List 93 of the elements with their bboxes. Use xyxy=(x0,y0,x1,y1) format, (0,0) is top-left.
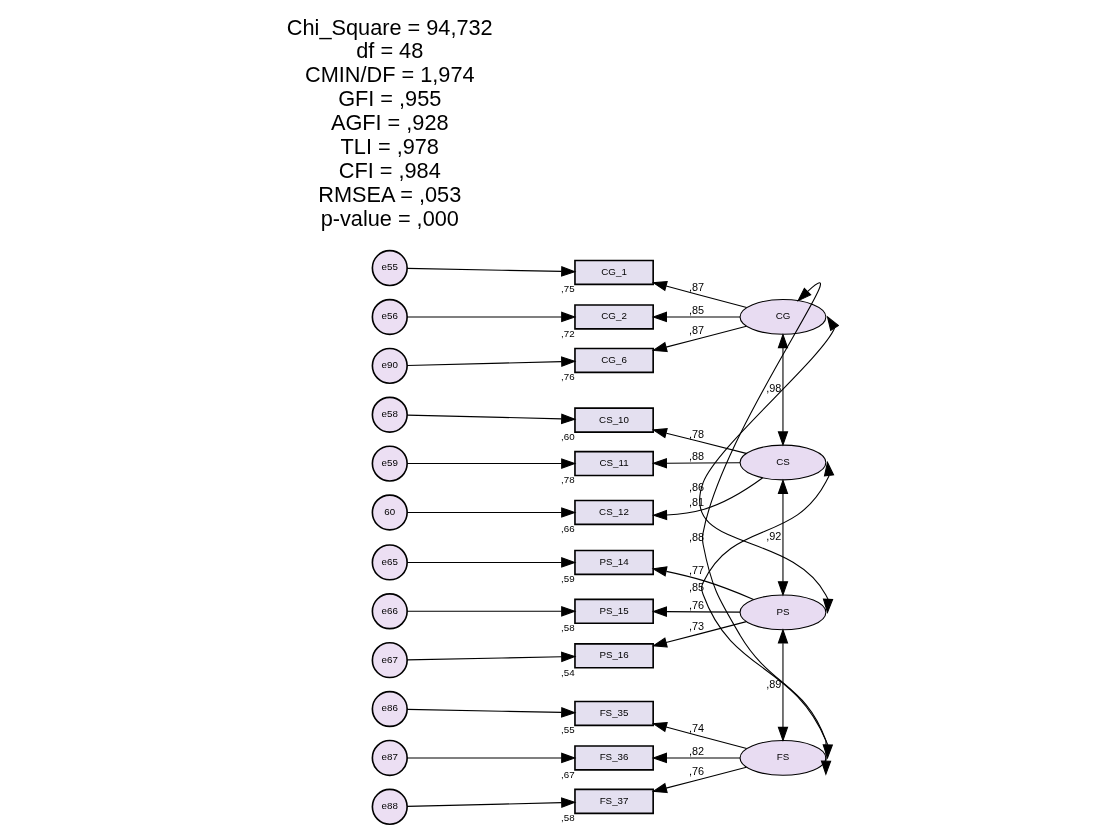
arrow xyxy=(406,413,577,425)
node-circle: e87 xyxy=(371,739,408,777)
arrow xyxy=(651,766,747,794)
node-box: FS_36 xyxy=(574,745,654,771)
arrow xyxy=(777,332,789,447)
arrow xyxy=(701,460,835,760)
node-circle: e59 xyxy=(371,445,408,482)
label: GFI = ,955 xyxy=(338,86,442,112)
arrow xyxy=(701,282,832,776)
label: CFI = ,984 xyxy=(338,157,441,183)
edge-label: ,89 xyxy=(766,677,782,690)
arrow xyxy=(406,557,577,568)
arrow xyxy=(651,428,747,454)
arrow xyxy=(406,266,577,277)
node-circle: e58 xyxy=(371,396,408,433)
arrow xyxy=(651,566,755,600)
arrow xyxy=(651,457,741,469)
arrow xyxy=(406,752,577,764)
node-circle: e56 xyxy=(371,298,408,336)
arrow xyxy=(651,311,741,323)
node-circle: e66 xyxy=(371,593,408,630)
node-box: FS_35 xyxy=(574,700,654,727)
edge-label: ,85 xyxy=(689,303,705,316)
arrow xyxy=(651,621,747,648)
node-ellipse: FS xyxy=(739,740,827,776)
edge-label: ,82 xyxy=(689,744,705,757)
edge-label: ,92 xyxy=(766,530,782,543)
node-box: CG_2 xyxy=(574,304,654,330)
node-ellipse: CG xyxy=(739,299,827,335)
edge-label: ,74 xyxy=(689,721,705,734)
node-circle: e90 xyxy=(371,347,408,384)
arrow xyxy=(651,477,763,521)
label: AGFI = ,928 xyxy=(330,110,449,136)
node-label: ,78 xyxy=(561,474,575,486)
label: RMSEA = ,053 xyxy=(318,181,462,207)
arrow xyxy=(651,606,741,617)
edge-label: ,76 xyxy=(689,765,705,778)
arrow xyxy=(406,507,577,518)
node-box: PS_16 xyxy=(574,643,654,669)
edge-label: ,77 xyxy=(689,564,705,577)
edge-label: ,87 xyxy=(689,280,705,293)
node-label: ,59 xyxy=(561,573,575,585)
node-circle: e65 xyxy=(371,544,408,581)
node-label: ,72 xyxy=(561,327,575,339)
edge-label: ,88 xyxy=(689,450,705,463)
arrow xyxy=(651,325,747,353)
label: Chi_Square = 94,732 xyxy=(286,14,493,40)
node-circle: e67 xyxy=(371,642,408,679)
label: p-value = ,000 xyxy=(320,205,459,231)
edge-label: ,98 xyxy=(766,382,782,395)
arrow xyxy=(777,628,789,743)
edge-label: ,76 xyxy=(689,599,705,612)
node-label: ,76 xyxy=(561,371,575,383)
label: CMIN/DF = 1,974 xyxy=(304,62,475,88)
arrow xyxy=(651,281,748,309)
edge-label: ,73 xyxy=(689,619,705,632)
label: TLI = ,978 xyxy=(340,134,439,160)
node-label: ,58 xyxy=(561,812,575,824)
node-box: CS_11 xyxy=(574,450,654,477)
arrow xyxy=(699,315,839,615)
node-circle: e86 xyxy=(371,690,408,728)
node-label: ,54 xyxy=(561,666,575,678)
node-ellipse: PS xyxy=(739,594,827,631)
edge-label: ,87 xyxy=(689,324,705,337)
node-label: ,58 xyxy=(561,622,575,634)
node-label: ,75 xyxy=(561,283,575,295)
node-label: ,67 xyxy=(561,768,575,780)
node-label: ,55 xyxy=(561,724,575,736)
node-box: PS_14 xyxy=(574,549,654,576)
arrow xyxy=(406,651,577,663)
arrow xyxy=(406,311,577,323)
arrow xyxy=(406,707,577,718)
arrow xyxy=(651,721,748,750)
label: df = 48 xyxy=(356,38,424,64)
arrow xyxy=(651,752,741,764)
node-label: ,66 xyxy=(561,523,575,535)
arrow xyxy=(406,458,577,469)
node-circle: 60 xyxy=(371,494,408,531)
node-circle: e88 xyxy=(371,788,408,825)
node-circle: e55 xyxy=(371,249,408,287)
arrow xyxy=(406,605,577,617)
arrow xyxy=(777,478,789,597)
node-box: FS_37 xyxy=(574,788,654,815)
node-box: PS_15 xyxy=(574,598,654,625)
node-box: CG_1 xyxy=(574,259,654,286)
node-label: ,60 xyxy=(561,430,575,442)
edge-label: ,78 xyxy=(689,427,705,440)
arrow xyxy=(406,797,577,808)
node-box: CS_10 xyxy=(574,407,654,433)
node-ellipse: CS xyxy=(739,444,827,481)
node-box: CG_6 xyxy=(574,347,654,374)
arrow xyxy=(406,356,577,367)
node-box: CS_12 xyxy=(574,499,654,526)
